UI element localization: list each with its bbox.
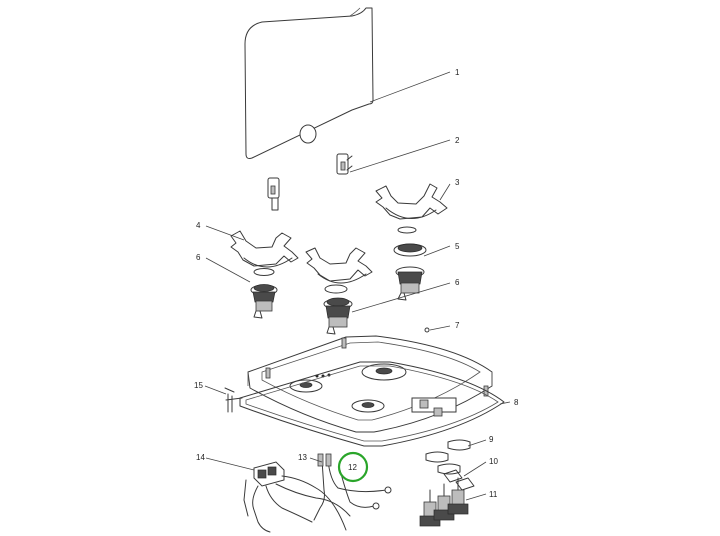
part-electrode-lead[interactable] — [339, 469, 380, 510]
part-screw[interactable] — [424, 327, 430, 333]
callout-5: 5 — [455, 242, 460, 251]
callout-2: 2 — [455, 136, 460, 145]
part-burner-right[interactable] — [393, 226, 427, 301]
part-pan-support-middle[interactable] — [305, 247, 373, 284]
callout-4: 4 — [196, 221, 201, 230]
part-bracket[interactable] — [224, 387, 243, 413]
part-hob-plate[interactable] — [247, 335, 493, 433]
callout-14: 14 — [196, 453, 205, 462]
callout-labels: 1 2 3 4 5 6 6 7 8 9 10 11 12 13 14 15 — [194, 68, 519, 499]
callout-15: 15 — [194, 381, 203, 390]
part-igniter[interactable] — [243, 461, 351, 533]
part-burner-left[interactable] — [250, 268, 278, 319]
leader-lines — [204, 71, 511, 501]
part-pan-support-left[interactable] — [230, 230, 299, 268]
callout-6-left: 6 — [196, 253, 201, 262]
callout-7: 7 — [455, 321, 460, 330]
callout-12-highlight — [337, 451, 369, 483]
callout-9: 9 — [489, 435, 494, 444]
part-gas-valves[interactable] — [419, 477, 469, 527]
part-pan-support-right[interactable] — [375, 183, 448, 220]
callout-1: 1 — [455, 68, 460, 77]
callout-13: 13 — [298, 453, 307, 462]
callout-10: 10 — [489, 457, 498, 466]
callout-6-right: 6 — [455, 278, 460, 287]
part-seal-frame[interactable] — [239, 361, 505, 447]
callout-8: 8 — [514, 398, 519, 407]
part-hinge[interactable] — [267, 153, 353, 211]
callout-3: 3 — [455, 178, 460, 187]
callout-11: 11 — [489, 490, 498, 499]
part-clips[interactable] — [443, 469, 475, 491]
part-burner-middle[interactable] — [323, 284, 353, 335]
part-control-knobs[interactable] — [425, 439, 471, 475]
callout-12[interactable]: 12 — [348, 463, 357, 472]
part-glass-lid[interactable] — [244, 7, 374, 159]
